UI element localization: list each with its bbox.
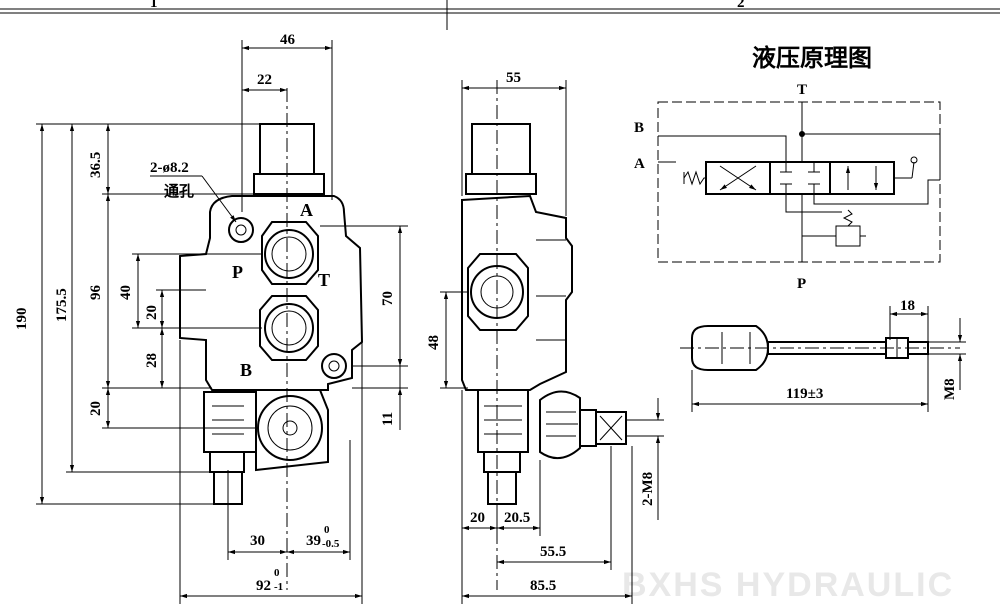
hydraulic-schematic: 液压原理图 T P B A [634,44,941,292]
dim-190: 190 [14,308,30,331]
spring-symbol [683,170,706,186]
dim-18: 18 [900,298,915,314]
side-bellows [539,390,627,459]
dim-92-tol-lower: -1 [274,581,283,593]
side-spool-cap [471,123,531,175]
dim-36-5: 36.5 [88,152,104,178]
frame-zone-1: 1 [150,0,158,11]
front-port-b-label: B [240,360,252,380]
dim-28: 28 [144,353,160,368]
side-lower-stem [487,471,517,505]
lever-symbol [910,156,918,164]
dim-2-m8: 2-M8 [640,472,656,506]
dim-175-5: 175.5 [54,288,70,322]
front-spool-nut [253,173,325,195]
handle-detail: 18 119±3 M8 [680,298,966,412]
schematic-boundary [657,101,941,263]
hole-callout: 2-ø8.2 [150,160,189,176]
side-valve-body [461,194,573,391]
schematic-title: 液压原理图 [752,44,872,72]
valve-block-center [769,161,831,195]
mount-hole-bottom [321,353,347,379]
valve-block-right [829,161,895,195]
dim-20-side: 20 [470,510,485,526]
dim-119: 119±3 [786,386,823,402]
schematic-label-t: T [797,82,807,98]
dim-30: 30 [250,533,265,549]
schematic-label-p: P [797,276,806,292]
mount-hole-top [228,217,254,243]
dim-48: 48 [426,335,442,350]
relief-valve-symbol [835,225,861,247]
dim-40: 40 [118,285,134,300]
port-b-fitting [259,295,319,361]
side-lower-nut [483,451,521,473]
front-relief-valve [255,389,329,472]
drawing-frame: 1 2 [0,0,1000,30]
schematic-label-b: B [634,120,644,136]
schematic-label-a: A [634,156,645,172]
front-port-a-label: A [300,200,313,220]
side-spool-nut [465,173,537,195]
front-lower-nut [209,451,245,473]
dim-55: 55 [506,70,521,86]
port-a-fitting [261,221,319,285]
frame-zone-2: 2 [737,0,745,11]
dim-22: 22 [257,72,272,88]
side-lower-block [477,389,529,453]
dim-11: 11 [380,412,396,426]
dim-85-5: 85.5 [530,578,556,594]
dim-39-tol-lower: -0.5 [322,538,340,550]
dim-55-5: 55.5 [540,544,566,560]
front-port-p-label: P [232,262,243,282]
dim-46: 46 [280,32,296,48]
dim-70: 70 [380,291,396,306]
side-view: 55 48 20 20.5 55.5 85.5 2-M8 [426,70,664,604]
watermark: BXHS HYDRAULIC [622,566,954,604]
dim-20-5: 20.5 [504,510,530,526]
dim-m8: M8 [942,378,958,400]
dim-96: 96 [88,285,104,301]
front-lower-block [203,391,257,453]
dim-20-upper: 20 [144,305,160,320]
dim-92: 92 [256,578,271,594]
hole-leader [201,175,237,223]
dim-39: 39 [306,533,321,549]
dim-39-tol-upper: 0 [324,524,330,536]
dim-92-tol-upper: 0 [274,567,280,579]
dim-20-lower: 20 [88,401,104,416]
front-port-t-label: T [318,270,330,290]
front-view: A P T B 46 22 190 175.5 36.5 96 40 [14,32,408,604]
hole-note: 通孔 [164,183,194,200]
